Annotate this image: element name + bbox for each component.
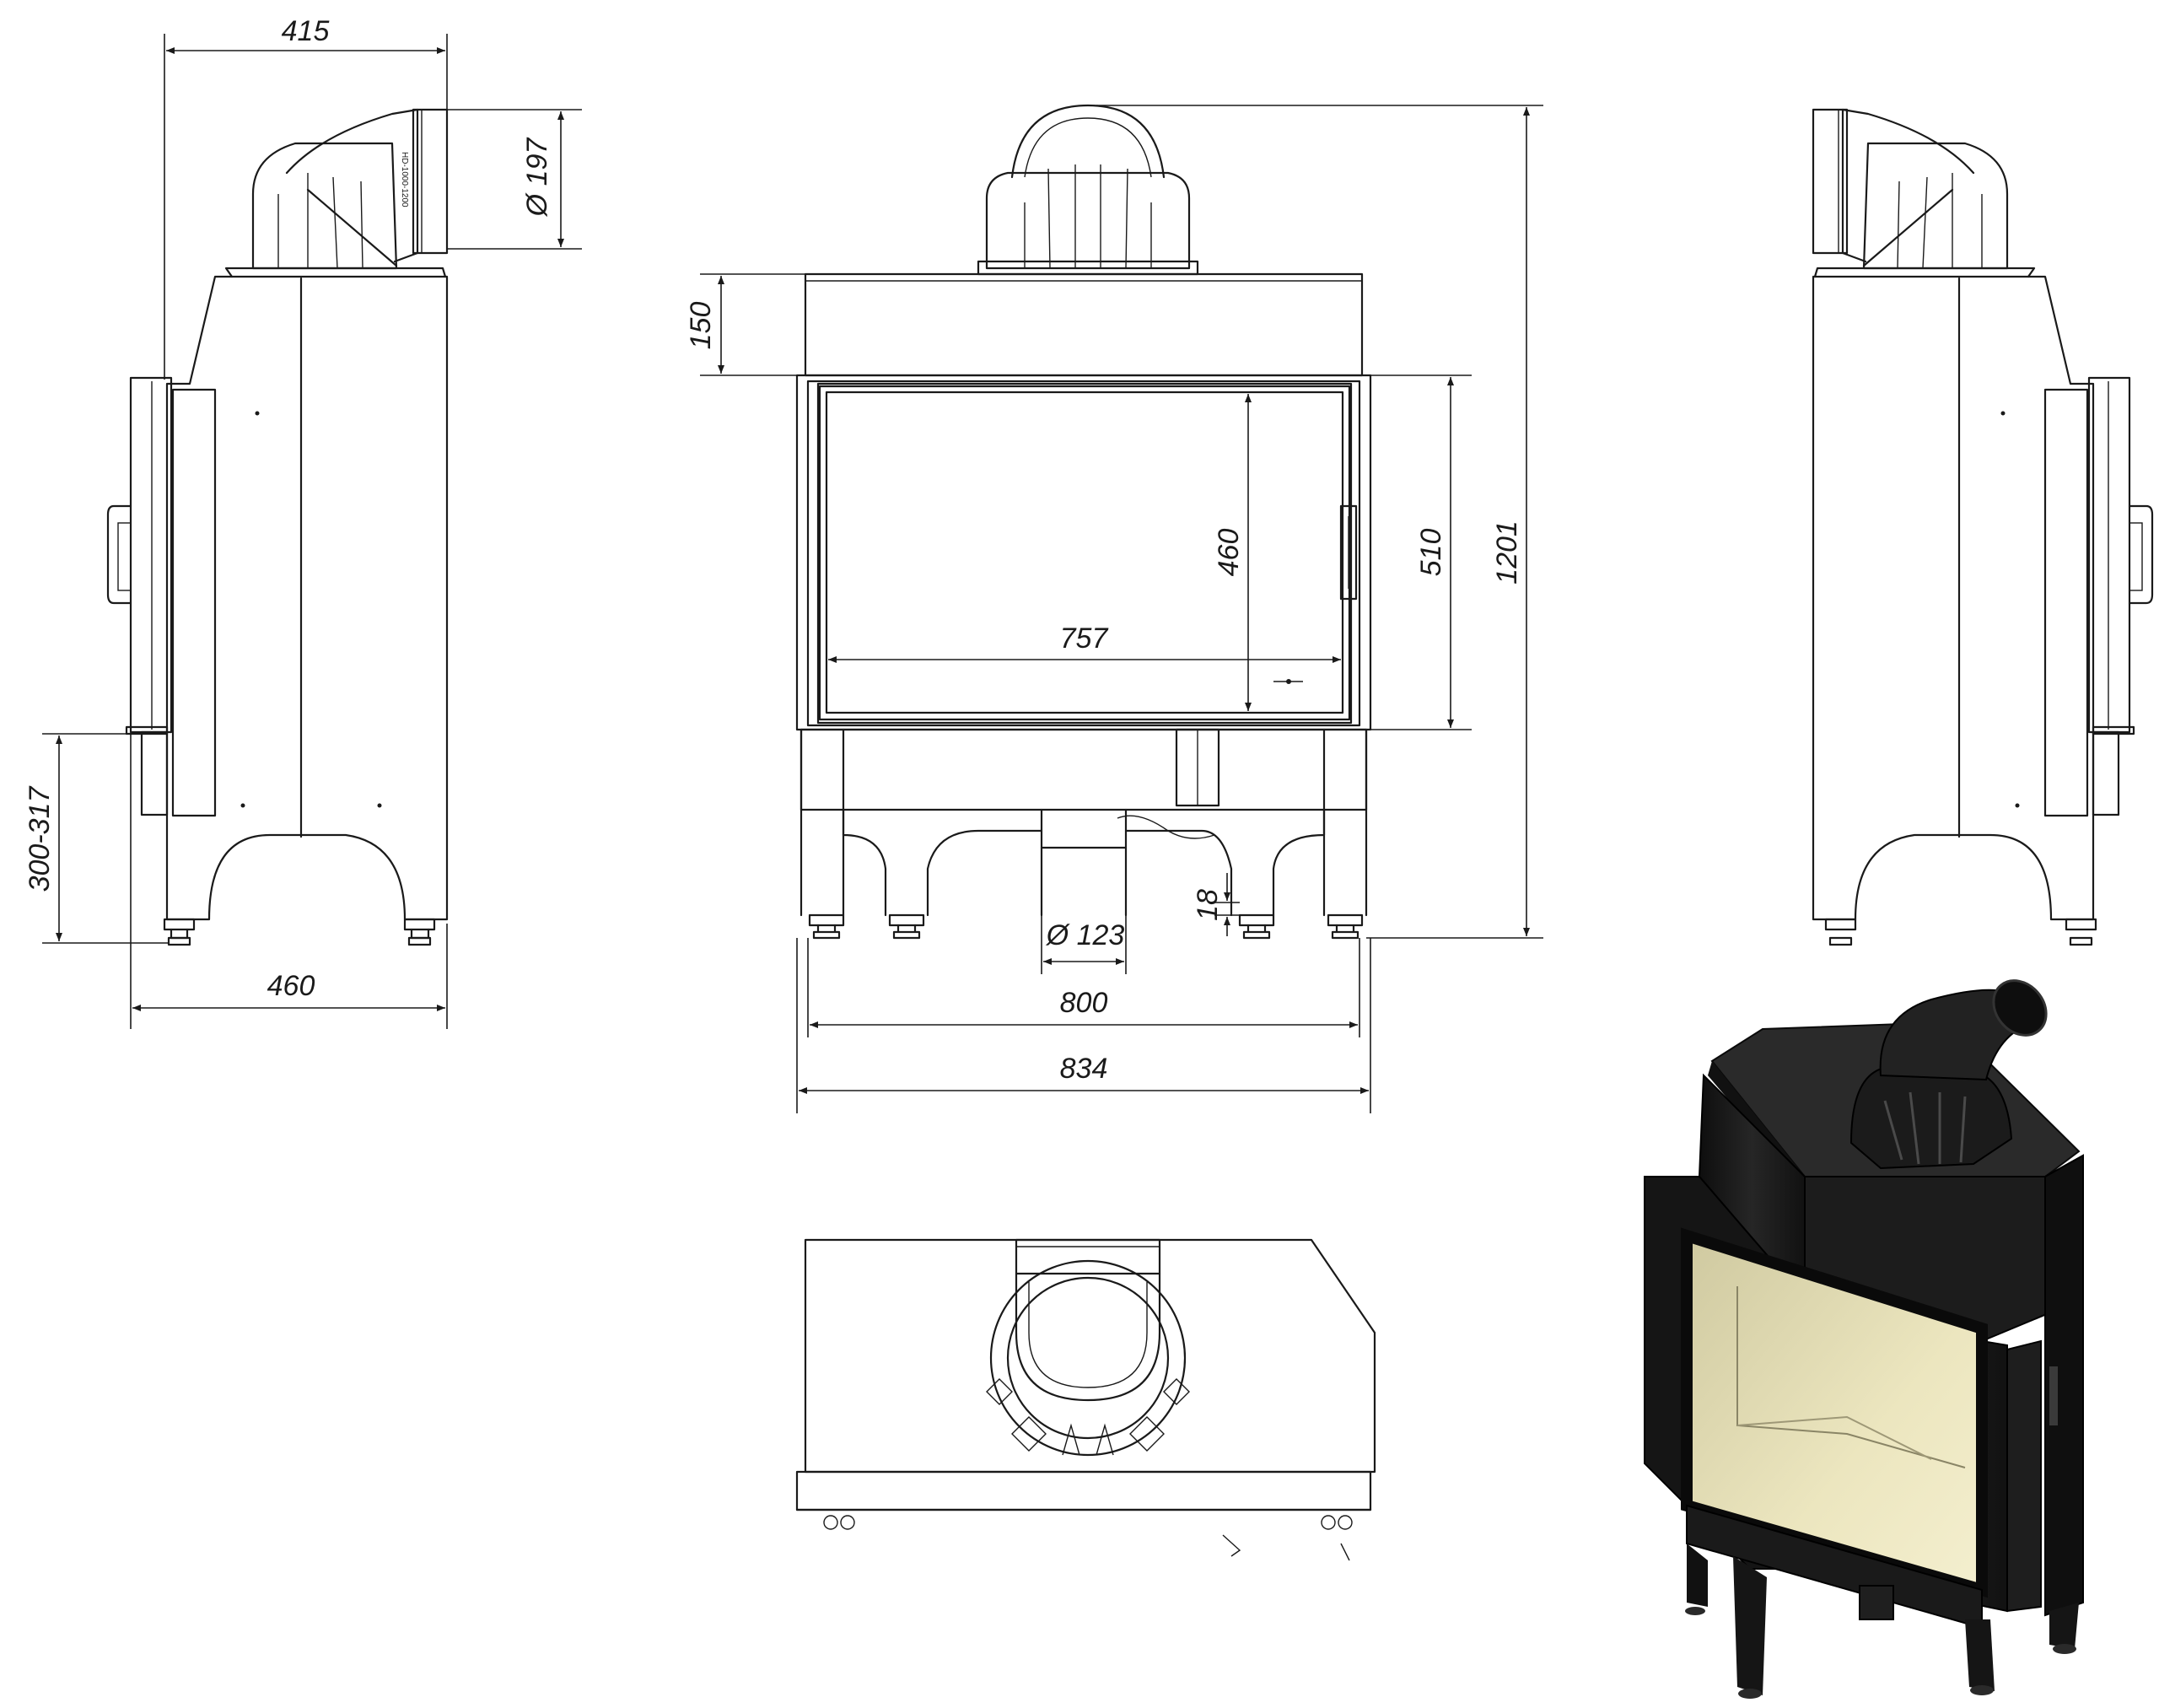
dim-label-1201: 1201: [1491, 520, 1523, 585]
right-side-view: [1812, 108, 2154, 946]
dim-label-123: Ø 123: [1046, 919, 1125, 951]
collar-marking: HD-1000-1200: [400, 152, 409, 207]
dim-18: 18: [1192, 873, 1240, 936]
dim-label-834: 834: [1060, 1053, 1108, 1085]
dim-label-800: 800: [1060, 987, 1108, 1019]
dim-label-460-glass: 460: [1213, 529, 1245, 577]
dim-460-base: 460: [130, 734, 448, 1029]
dim-800: 800: [807, 938, 1360, 1037]
dim-label-150: 150: [685, 302, 717, 350]
dim-1201: 1201: [1096, 105, 1543, 939]
front-view: [795, 104, 1372, 940]
left-side-view: HD-1000-1200: [106, 108, 449, 946]
dim-label-18: 18: [1192, 889, 1224, 921]
top-view: [795, 1238, 1376, 1561]
dim-label-197: Ø 197: [521, 137, 553, 218]
dim-415: 415: [164, 15, 448, 380]
dim-300-317: 300-317: [24, 733, 169, 944]
dim-label-300-317: 300-317: [24, 786, 56, 892]
dim-label-757: 757: [1060, 622, 1109, 655]
dim-197: Ø 197: [447, 109, 582, 250]
dim-123: Ø 123: [1041, 915, 1127, 974]
dim-label-460-base: 460: [267, 970, 315, 1002]
dim-label-415: 415: [282, 15, 330, 47]
dim-460-glass: 460: [1213, 394, 1252, 711]
dim-510: 510: [1370, 374, 1472, 730]
dim-834: 834: [796, 938, 1371, 1113]
product-render: [1644, 979, 2084, 1699]
dim-757: 757: [828, 622, 1341, 663]
dim-label-510: 510: [1415, 529, 1447, 577]
dim-150: 150: [685, 273, 805, 376]
